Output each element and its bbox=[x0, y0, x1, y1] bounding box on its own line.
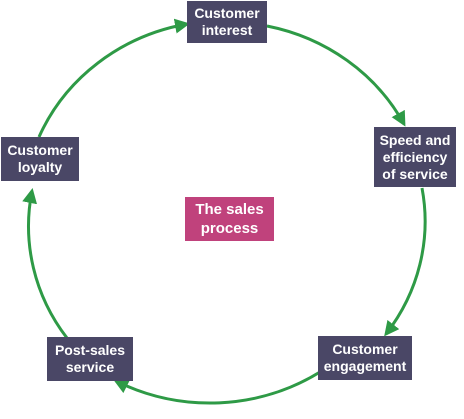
arrow-loyalty-to-interest bbox=[37, 18, 190, 138]
stage-post-sales-service: Post-sales service bbox=[47, 337, 133, 381]
stage-customer-interest: Customer interest bbox=[187, 1, 267, 43]
arrow-engagement-to-postsales bbox=[113, 370, 321, 405]
arrow-interest-to-speed bbox=[266, 24, 406, 127]
center-label-sales-process: The sales process bbox=[185, 197, 274, 241]
stage-speed-and-efficiency: Speed and efficiency of service bbox=[374, 127, 456, 187]
arrow-postsales-to-loyalty bbox=[22, 188, 69, 339]
stage-customer-engagement: Customer engagement bbox=[318, 336, 412, 380]
arrow-speed-to-engagement bbox=[384, 187, 427, 337]
stage-customer-loyalty: Customer loyalty bbox=[1, 137, 79, 181]
